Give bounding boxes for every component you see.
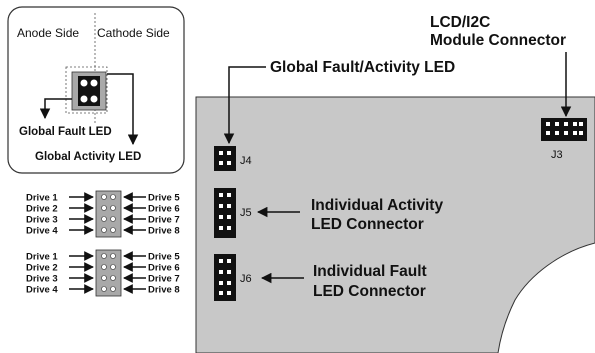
j3-connector: [541, 118, 587, 141]
pin: [101, 264, 107, 270]
pin: [101, 216, 107, 222]
pinout-right-label: Drive 7: [148, 215, 180, 226]
activity-connector-label-2: LED Connector: [311, 216, 424, 233]
j6-connector: [214, 254, 236, 301]
pin: [110, 227, 116, 233]
pinout-left-label: Drive 4: [26, 226, 58, 237]
pinout-right-label: Drive 8: [148, 226, 180, 237]
pin: [110, 286, 116, 292]
global-activity-led-label: Global Activity LED: [35, 151, 141, 163]
pinout-left-label: Drive 3: [26, 215, 58, 226]
global-fault-led-arrow: [39, 98, 72, 120]
pinout-right-label: Drive 6: [148, 263, 180, 274]
module-connector-label: Module Connector: [430, 32, 566, 49]
pinout-left-label: Drive 3: [26, 274, 58, 285]
pin: [101, 286, 107, 292]
j5-connector: [214, 188, 236, 238]
anode-side-label: Anode Side: [17, 26, 79, 40]
pinout-left-label: Drive 2: [26, 204, 58, 215]
cathode-side-label: Cathode Side: [97, 26, 170, 40]
fault-connector-label-1: Individual Fault: [313, 263, 427, 280]
pinout-left-label: Drive 4: [26, 285, 58, 296]
global-fault-activity-label: Global Fault/Activity LED: [270, 59, 455, 76]
pin: [110, 205, 116, 211]
pinout-header: [95, 190, 122, 238]
j4-label: J4: [240, 155, 252, 167]
fault-connector-label-2: LED Connector: [313, 283, 426, 300]
pin: [110, 253, 116, 259]
pin: [101, 205, 107, 211]
pinout-header: [95, 249, 122, 297]
pinout-right-label: Drive 7: [148, 274, 180, 285]
circuit-board: [195, 96, 595, 353]
activity-connector-label-1: Individual Activity: [311, 197, 443, 214]
lcd-i2c-label: LCD/I2C: [430, 14, 490, 31]
pin: [110, 275, 116, 281]
pin: [101, 275, 107, 281]
pin: [110, 264, 116, 270]
global-led-arrow: [223, 66, 266, 145]
pinout-right-label: Drive 5: [148, 193, 180, 204]
pin: [101, 253, 107, 259]
j4-connector: [214, 146, 236, 171]
pin: [101, 194, 107, 200]
j3-label: J3: [551, 149, 563, 161]
pinout-right-label: Drive 8: [148, 285, 180, 296]
pinout-right-label: Drive 6: [148, 204, 180, 215]
pin: [110, 194, 116, 200]
pinout-left-label: Drive 1: [26, 252, 58, 263]
pin: [110, 216, 116, 222]
global-fault-led-label: Global Fault LED: [19, 126, 112, 138]
j5-label: J5: [240, 207, 252, 219]
global-activity-led-arrow: [107, 73, 139, 146]
pinout-left-label: Drive 2: [26, 263, 58, 274]
inset-header: [65, 66, 108, 114]
pinout-right-label: Drive 5: [148, 252, 180, 263]
pinout-left-label: Drive 1: [26, 193, 58, 204]
j6-label: J6: [240, 273, 252, 285]
pin: [101, 227, 107, 233]
